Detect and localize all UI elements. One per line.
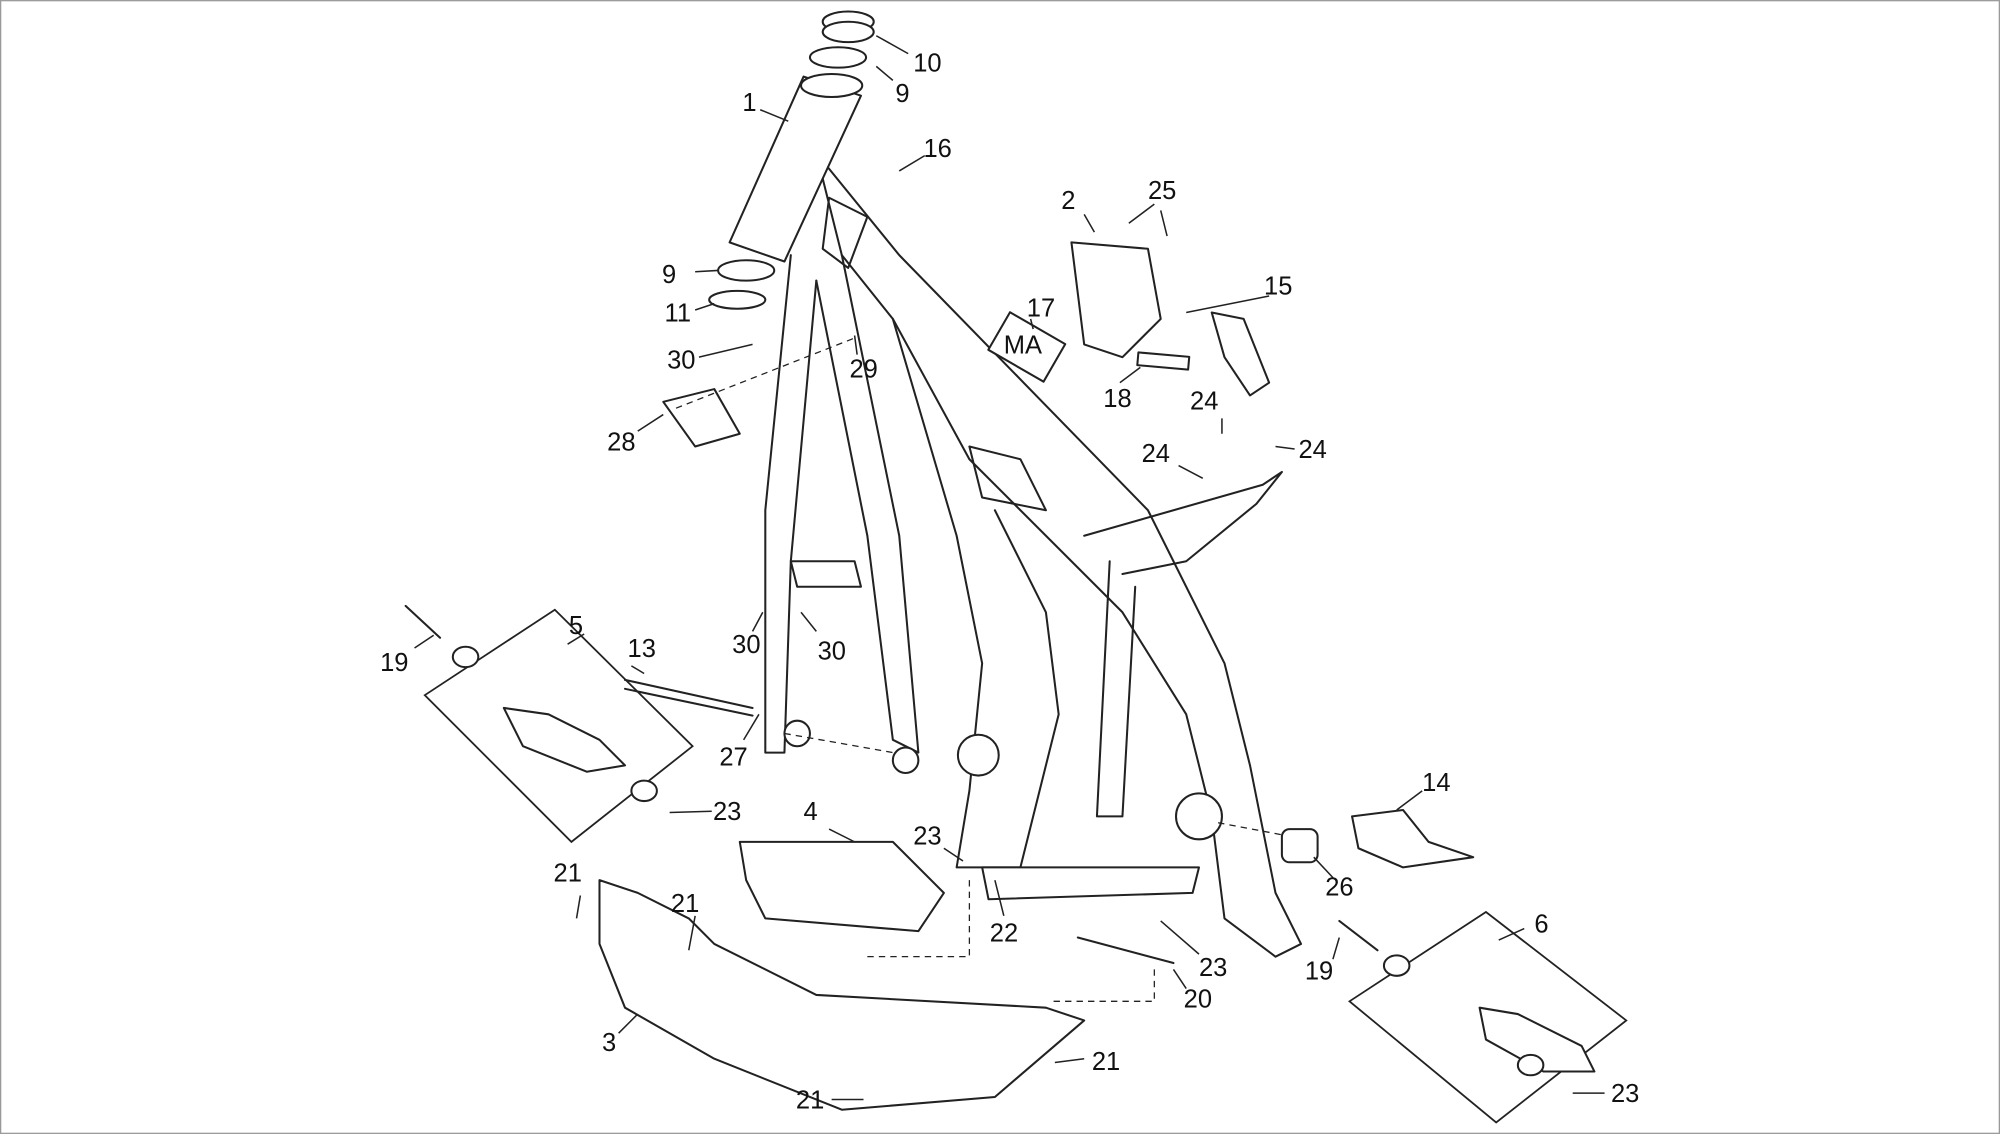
callout-30c: 30 bbox=[818, 637, 846, 665]
callout-19: 19 bbox=[380, 649, 408, 677]
callout-9: 9 bbox=[895, 80, 909, 108]
callout-labels: 10 9 1 16 2 25 17 15 9 11 30 29 18 24 28… bbox=[380, 49, 1639, 1114]
callout-17: 17 bbox=[1027, 294, 1055, 322]
callout-26: 26 bbox=[1325, 873, 1353, 901]
callout-15: 15 bbox=[1264, 273, 1292, 301]
callout-11: 11 bbox=[665, 299, 691, 327]
callout-10: 10 bbox=[913, 49, 941, 77]
callout-23d: 23 bbox=[1611, 1080, 1639, 1108]
callout-23: 23 bbox=[713, 798, 741, 826]
callout-23b: 23 bbox=[913, 822, 941, 850]
callout-21c: 21 bbox=[1092, 1048, 1120, 1076]
callout-3: 3 bbox=[602, 1029, 616, 1057]
callout-30b: 30 bbox=[732, 631, 760, 659]
callout-30: 30 bbox=[667, 347, 695, 375]
callout-13: 13 bbox=[628, 635, 656, 663]
callout-19b: 19 bbox=[1305, 958, 1333, 986]
callout-18: 18 bbox=[1103, 385, 1131, 413]
footpeg-right-box bbox=[1347, 910, 1628, 1124]
callout-24b: 24 bbox=[1142, 440, 1170, 468]
callout-1: 1 bbox=[742, 89, 756, 117]
footpeg-left-box bbox=[423, 608, 694, 844]
callout-14: 14 bbox=[1422, 769, 1450, 797]
callout-9b: 9 bbox=[662, 261, 676, 289]
callout-23c: 23 bbox=[1199, 954, 1227, 982]
callout-21b: 21 bbox=[671, 890, 699, 918]
callout-24c: 24 bbox=[1298, 436, 1326, 464]
callout-6: 6 bbox=[1534, 910, 1548, 938]
callout-16: 16 bbox=[923, 135, 951, 163]
callout-24: 24 bbox=[1190, 387, 1218, 415]
sticker-text: MA bbox=[1004, 331, 1042, 359]
callout-27: 27 bbox=[719, 743, 747, 771]
callout-28: 28 bbox=[607, 428, 635, 456]
leader-lines bbox=[414, 35, 1605, 1101]
callout-25: 25 bbox=[1148, 177, 1176, 205]
callout-21: 21 bbox=[554, 859, 582, 887]
callout-20: 20 bbox=[1184, 986, 1212, 1014]
head-tube bbox=[708, 10, 875, 310]
callout-2: 2 bbox=[1061, 187, 1075, 215]
callout-29: 29 bbox=[849, 356, 877, 384]
parts: MA bbox=[404, 241, 1475, 1111]
callout-4: 4 bbox=[804, 798, 818, 826]
callout-21d: 21 bbox=[796, 1086, 824, 1114]
callout-5: 5 bbox=[569, 612, 583, 640]
main-frame bbox=[764, 152, 1303, 958]
callout-22: 22 bbox=[990, 919, 1018, 947]
